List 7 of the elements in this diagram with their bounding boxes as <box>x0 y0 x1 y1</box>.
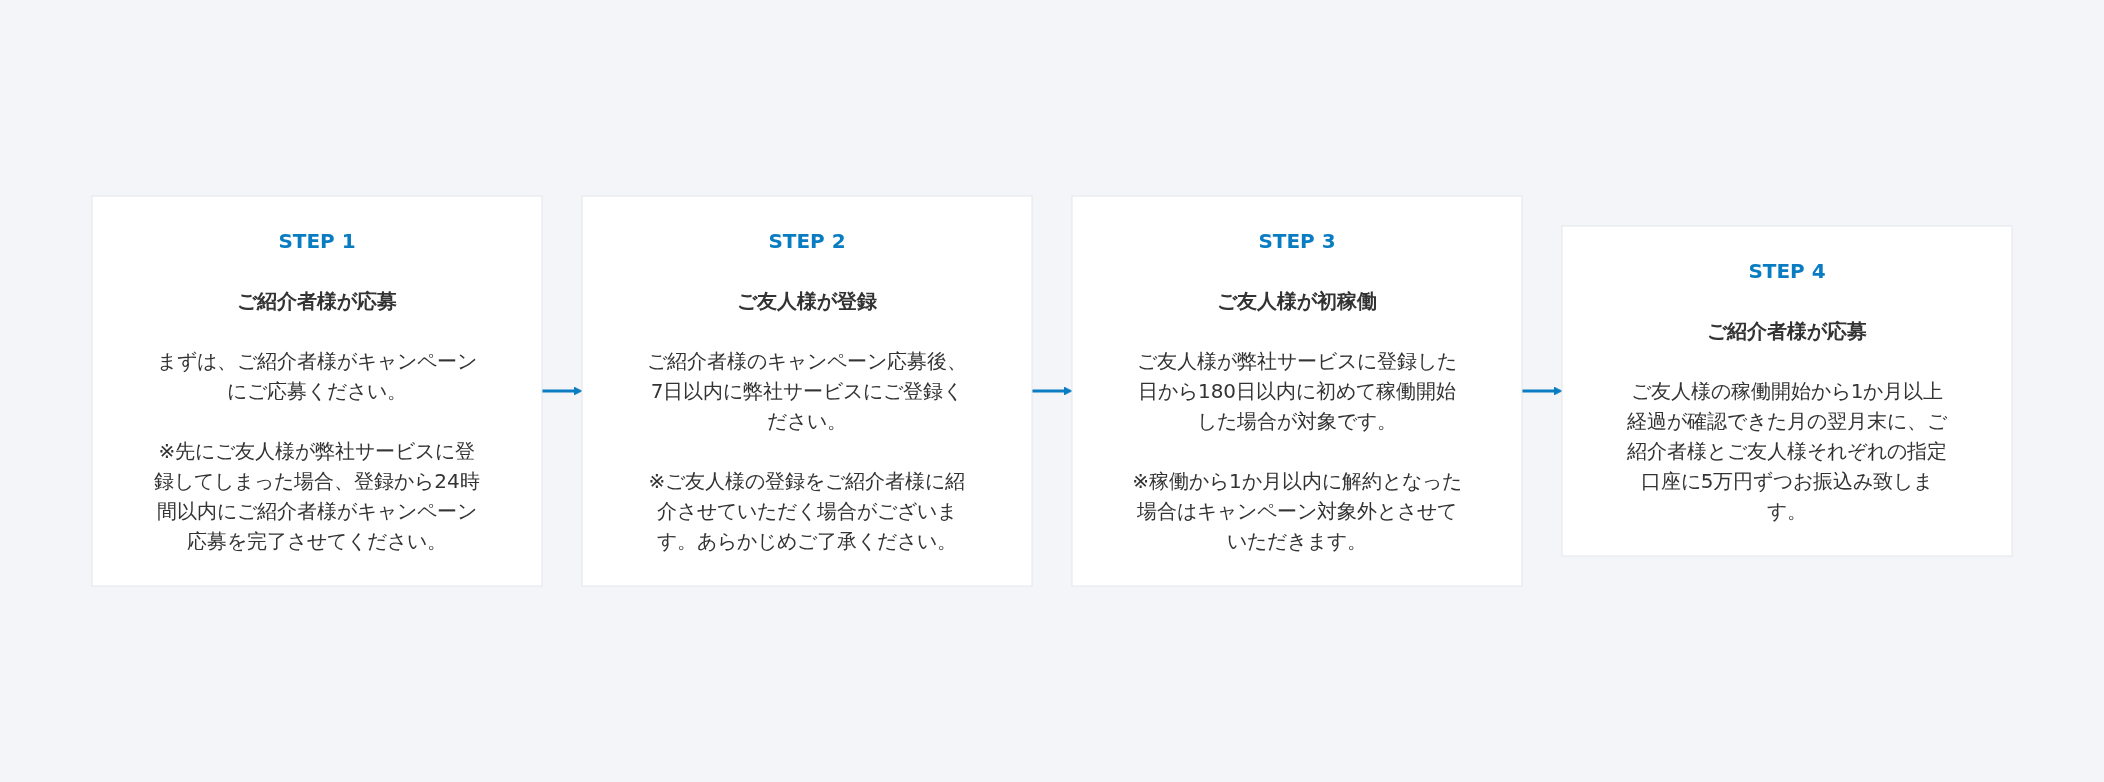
node-box: STEP 1 ご紹介者様が応募 まずは、ご紹介者様がキャンペーンにご応募ください。 ※先にご友人様が弊社サービスに登録してしまった場合、登録から24時間以内にご紹介者様がキャンペーン応募を完了させてください。 <box>91 195 543 587</box>
arrow <box>542 386 583 396</box>
node-box: STEP 3 ご友人様が初稼働 ご友人様が弊社サービスに登録した日から180日以内に初めて稼働開始した場合が対象です。 ※稼働から1か月以内に解約となった場合はキャンペーン対象外とさせていただきます。 <box>1071 195 1523 587</box>
arrow <box>1522 386 1563 396</box>
node-box: STEP 4 ご紹介者様が応募 ご友人様の稼働開始から1か月以上経過が確認できた月の翌月末に、ご紹介者様とご友人様それぞれの指定口座に5万円ずつお振込み致します。 <box>1561 225 2013 557</box>
arrow <box>1032 386 1073 396</box>
node-box: STEP 2 ご友人様が登録 ご紹介者様のキャンペーン応募後、7日以内に弊社サービスにご登録ください。 ※ご友人様の登録をご紹介者様に紹介させていただく場合がございます。あらかじめご了承ください。 <box>581 195 1033 587</box>
